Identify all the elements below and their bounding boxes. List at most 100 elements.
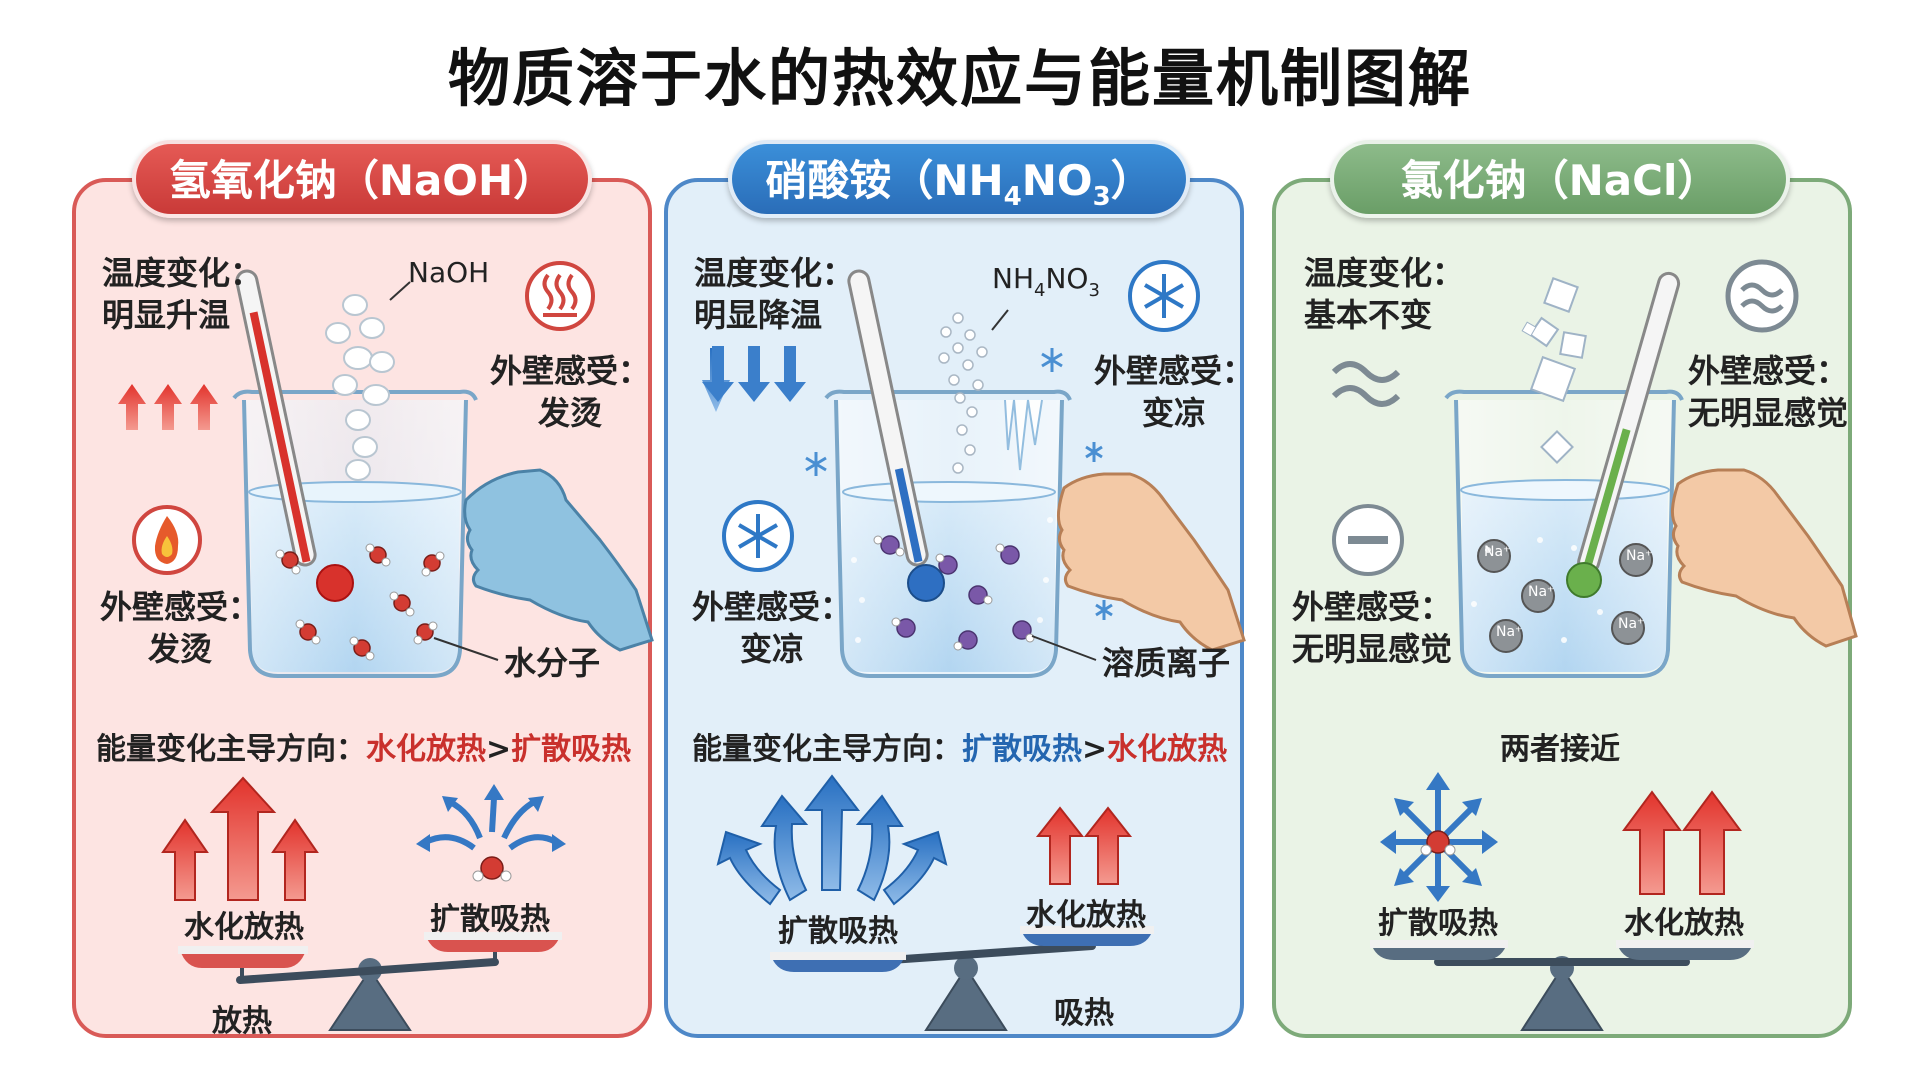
hydration-heat-arrows bbox=[161, 776, 319, 901]
nacl-wall-value-b: 无明显感觉 bbox=[1292, 630, 1453, 668]
nh4no3-energy-prefix: 能量变化主导方向： bbox=[692, 732, 962, 767]
nh4no3-thermometer bbox=[847, 269, 945, 602]
nacl-cubes bbox=[1528, 277, 1587, 464]
nh4no3-crystals bbox=[938, 312, 988, 474]
heat-waves-icon bbox=[525, 261, 595, 331]
bare-hand bbox=[1057, 472, 1246, 652]
nacl-energy-direction: 两者接近 bbox=[1500, 732, 1620, 767]
nh4no3-balance-scale bbox=[770, 926, 1154, 1031]
snowflake-small-icon bbox=[805, 348, 1113, 620]
naoh-molecule-small bbox=[472, 856, 512, 882]
nacl-thermometer bbox=[1566, 271, 1681, 598]
nh4no3-solute-sub1: 4 bbox=[1034, 280, 1046, 301]
nh4no3-energy-b: 水化放热 bbox=[1107, 732, 1228, 767]
naoh-pellets bbox=[325, 294, 395, 481]
hydration-small-arrows bbox=[1035, 806, 1133, 885]
header-nh4no3: 硝酸铵（NH4NO3） bbox=[728, 140, 1190, 218]
nh4no3-scale-right-label: 水化放热 bbox=[1026, 898, 1146, 933]
nh4no3-solute-sub2: 3 bbox=[1088, 280, 1100, 301]
diffusion-fan-arrows bbox=[716, 774, 948, 906]
nacl-molecule-small bbox=[1420, 830, 1456, 856]
naoh-energy-sep: > bbox=[486, 732, 512, 767]
nacl-temp-title: 温度变化： bbox=[1304, 254, 1465, 292]
naoh-scale-left-label: 水化放热 bbox=[184, 910, 304, 945]
naoh-wall-label-b: 外壁感受： 发烫 bbox=[100, 586, 260, 670]
nh4no3-energy-direction: 能量变化主导方向：扩散吸热>水化放热 bbox=[692, 724, 1227, 768]
diffusion-star-heads bbox=[1380, 772, 1498, 902]
naoh-label-leader bbox=[389, 281, 411, 301]
nacl-balance-scale bbox=[1370, 940, 1754, 1031]
header-nh4no3-mid: NO bbox=[1021, 156, 1093, 205]
nh4no3-temp-label: 温度变化： 明显降温 bbox=[694, 252, 854, 336]
naoh-water-molecules bbox=[275, 543, 445, 661]
nh4no3-solute-label: NH4NO3 bbox=[992, 262, 1100, 301]
nh4no3-solute-main: NH bbox=[992, 262, 1034, 295]
naoh-energy-a: 水化放热 bbox=[366, 732, 486, 767]
nh4no3-wall-value: 变凉 bbox=[1142, 394, 1207, 432]
nh4no3-wall-label-b: 外壁感受： 变凉 bbox=[692, 586, 852, 670]
frost-dots bbox=[851, 517, 1053, 643]
nh4no3-temp-value: 明显降温 bbox=[694, 296, 823, 334]
na-ion-label-2: Na⁺ bbox=[1626, 548, 1653, 564]
solute-ions bbox=[873, 535, 1035, 651]
nacl-wall-label-b: 外壁感受： 无明显感觉 bbox=[1292, 586, 1452, 670]
nh4no3-energy-sep: > bbox=[1082, 732, 1108, 767]
nacl-temp-label: 温度变化： 基本不变 bbox=[1304, 252, 1464, 336]
na-ion-label-5: Na⁺ bbox=[1496, 624, 1523, 640]
nh4no3-wall-label: 外壁感受： 变凉 bbox=[1094, 350, 1254, 434]
gloved-hand bbox=[463, 468, 654, 652]
naoh-wall-value: 发烫 bbox=[538, 394, 603, 432]
solute-ion-leader bbox=[1031, 635, 1097, 661]
fire-icon bbox=[132, 505, 202, 575]
page-title: 物质溶于水的热效应与能量机制图解 bbox=[447, 42, 1472, 115]
nh4no3-wall-title: 外壁感受： bbox=[1094, 352, 1255, 390]
na-ion-label-1: Na⁺ bbox=[1484, 544, 1511, 560]
na-ions bbox=[1477, 539, 1653, 653]
header-nacl: 氯化钠（NaCl） bbox=[1330, 140, 1790, 218]
nacl-wall-label: 外壁感受： 无明显感觉 bbox=[1688, 350, 1848, 434]
naoh-solute-label: NaOH bbox=[408, 256, 490, 289]
nh4no3-beaker bbox=[824, 389, 1072, 678]
water-molecule-leader bbox=[433, 637, 499, 661]
arrow-down-icons bbox=[702, 346, 806, 402]
nh4no3-wall-value-b: 变凉 bbox=[740, 630, 805, 668]
naoh-wall-value-b: 发烫 bbox=[148, 630, 213, 668]
naoh-wall-label: 外壁感受： 发烫 bbox=[490, 350, 650, 434]
approx-large-icon bbox=[1331, 361, 1401, 407]
nacl-wall-title: 外壁感受： bbox=[1688, 352, 1849, 390]
nacl-beaker bbox=[1444, 389, 1684, 678]
header-naoh: 氢氧化钠（NaOH） bbox=[132, 140, 592, 218]
naoh-temp-title: 温度变化： bbox=[102, 254, 263, 292]
naoh-energy-prefix: 能量变化主导方向： bbox=[96, 732, 366, 767]
naoh-temp-value: 明显升温 bbox=[102, 296, 231, 334]
na-ion-highlights bbox=[1471, 537, 1603, 643]
header-nh4no3-sub2: 3 bbox=[1092, 182, 1111, 212]
water-molecule-label: 水分子 bbox=[504, 644, 601, 682]
nacl-small-cube bbox=[1521, 321, 1537, 337]
naoh-scale-right-label: 扩散吸热 bbox=[430, 902, 550, 937]
nh4no3-label-leader bbox=[991, 309, 1009, 331]
naoh-balance-scale bbox=[178, 932, 562, 1031]
naoh-result-label: 放热 bbox=[212, 1004, 272, 1039]
hydration-arrows-green bbox=[1622, 790, 1742, 895]
naoh-energy-direction: 能量变化主导方向：水化放热>扩散吸热 bbox=[96, 724, 631, 768]
snowflake-icon bbox=[1128, 260, 1200, 332]
nacl-wall-title-b: 外壁感受： bbox=[1292, 588, 1453, 626]
header-nh4no3-main: 硝酸铵（NH bbox=[765, 156, 1004, 205]
naoh-wall-title: 外壁感受： bbox=[490, 352, 651, 390]
naoh-thermometer bbox=[235, 269, 354, 602]
diffusion-arrow-heads bbox=[416, 784, 566, 852]
bare-hand-2 bbox=[1671, 468, 1858, 648]
nacl-temp-value: 基本不变 bbox=[1304, 296, 1433, 334]
na-ion-label-4: Na⁺ bbox=[1618, 616, 1645, 632]
nacl-scale-left-label: 扩散吸热 bbox=[1378, 906, 1498, 941]
solute-ion-label: 溶质离子 bbox=[1102, 644, 1231, 682]
minus-icon bbox=[1332, 504, 1404, 576]
na-ion-label-3: Na⁺ bbox=[1528, 584, 1555, 600]
nh4no3-solute-mid: NO bbox=[1045, 262, 1089, 295]
naoh-energy-b: 扩散吸热 bbox=[511, 732, 632, 767]
header-nh4no3-end: ） bbox=[1110, 156, 1153, 205]
approx-icon bbox=[1725, 259, 1799, 333]
nh4no3-temp-title: 温度变化： bbox=[694, 254, 855, 292]
